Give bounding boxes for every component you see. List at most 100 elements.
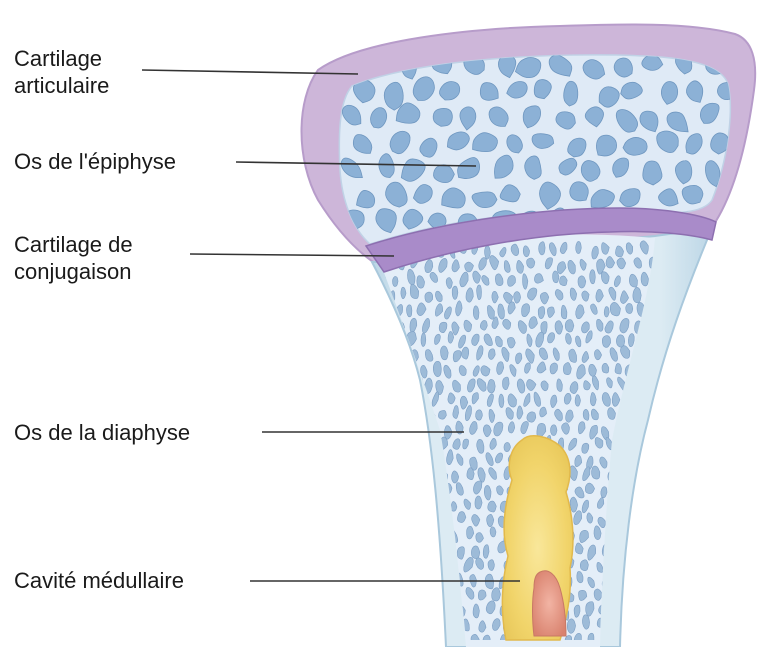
- spongy-bone-cell: [380, 335, 387, 349]
- spongy-bone-cell: [406, 604, 411, 619]
- spongy-bone-cell: [647, 621, 656, 631]
- spongy-bone-cell: [408, 510, 414, 523]
- spongy-bone-cell: [393, 573, 400, 586]
- spongy-bone-cell: [473, 306, 479, 320]
- label-os-diaphyse: Os de la diaphyse: [14, 419, 190, 446]
- spongy-bone-cell: [384, 438, 392, 449]
- trabecula-cell: [564, 81, 578, 106]
- spongy-bone-cell: [400, 467, 407, 481]
- spongy-bone-cell: [378, 457, 384, 468]
- spongy-bone-cell: [647, 532, 656, 543]
- spongy-bone-cell: [640, 602, 648, 617]
- spongy-bone-cell: [473, 604, 479, 618]
- spongy-bone-cell: [576, 241, 582, 253]
- spongy-bone-cell: [550, 425, 557, 436]
- spongy-bone-cell: [629, 543, 635, 558]
- spongy-bone-cell: [421, 511, 430, 524]
- spongy-bone-cell: [504, 442, 511, 451]
- spongy-bone-cell: [415, 619, 423, 632]
- spongy-bone-cell: [380, 545, 389, 558]
- spongy-bone-cell: [658, 408, 664, 420]
- spongy-bone-cell: [397, 350, 404, 363]
- spongy-bone-cell: [413, 465, 420, 479]
- spongy-bone-cell: [393, 510, 398, 526]
- spongy-bone-cell: [653, 424, 661, 434]
- spongy-bone-cell: [657, 542, 663, 555]
- spongy-bone-cell: [527, 412, 536, 422]
- spongy-bone-cell: [388, 497, 398, 513]
- spongy-bone-cell: [622, 618, 630, 630]
- spongy-bone-cell: [421, 486, 427, 499]
- spongy-bone-cell: [427, 621, 433, 634]
- spongy-bone-cell: [419, 603, 426, 616]
- spongy-bone-cell: [654, 396, 662, 409]
- spongy-bone-cell: [646, 441, 655, 452]
- spongy-bone-cell: [413, 559, 422, 572]
- spongy-bone-cell: [642, 545, 649, 556]
- spongy-bone-cell: [404, 364, 412, 375]
- spongy-bone-cell: [634, 560, 642, 572]
- spongy-bone-cell: [485, 246, 491, 259]
- spongy-bone-cell: [635, 498, 641, 508]
- spongy-bone-cell: [425, 499, 431, 512]
- spongy-bone-cell: [660, 470, 668, 483]
- label-line-1: Cartilage de: [14, 231, 194, 258]
- spongy-bone-cell: [378, 299, 384, 314]
- spongy-bone-cell: [410, 501, 417, 512]
- spongy-bone-cell: [421, 333, 426, 346]
- spongy-bone-cell: [655, 482, 662, 494]
- spongy-bone-cell: [379, 364, 387, 379]
- label-cartilage-conjugaison: Cartilage de conjugaison: [14, 231, 194, 285]
- spongy-bone-cell: [580, 560, 588, 571]
- spongy-bone-cell: [394, 333, 401, 346]
- spongy-bone-cell: [477, 285, 482, 300]
- spongy-bone-cell: [392, 635, 400, 646]
- trabecula-cell: [433, 108, 452, 126]
- spongy-bone-cell: [408, 483, 414, 494]
- spongy-bone-cell: [457, 547, 464, 559]
- trabecula-cell: [532, 134, 554, 149]
- spongy-bone-cell: [406, 305, 411, 317]
- spongy-bone-cell: [377, 605, 385, 619]
- spongy-bone-cell: [653, 511, 661, 524]
- spongy-bone-cell: [616, 335, 624, 347]
- spongy-bone-cell: [563, 362, 571, 374]
- spongy-bone-cell: [652, 457, 658, 470]
- spongy-bone-cell: [408, 394, 414, 407]
- spongy-bone-cell: [400, 559, 409, 571]
- spongy-bone-cell: [652, 575, 660, 589]
- label-line-2: articulaire: [14, 72, 154, 99]
- spongy-bone-cell: [661, 561, 670, 573]
- spongy-bone-cell: [382, 515, 390, 528]
- spongy-bone-cell: [637, 514, 645, 527]
- spongy-bone-cell: [650, 603, 658, 615]
- spongy-bone-cell: [408, 544, 415, 555]
- label-os-epiphyse: Os de l'épiphyse: [14, 148, 176, 175]
- spongy-bone-cell: [615, 363, 621, 374]
- label-line-1: Cartilage: [14, 45, 154, 72]
- spongy-bone-cell: [648, 469, 657, 484]
- spongy-bone-cell: [426, 587, 433, 600]
- spongy-bone-cell: [565, 320, 574, 333]
- spongy-bone-cell: [433, 361, 441, 377]
- spongy-bone-cell: [399, 438, 408, 453]
- spongy-bone-cell: [488, 379, 496, 393]
- spongy-bone-cell: [388, 468, 395, 480]
- spongy-bone-cell: [395, 606, 401, 616]
- spongy-bone-cell: [626, 303, 633, 313]
- spongy-bone-cell: [631, 529, 640, 544]
- spongy-bone-cell: [627, 605, 636, 619]
- spongy-bone-cell: [658, 439, 666, 452]
- trabecula-cell: [596, 135, 616, 156]
- spongy-bone-cell: [660, 526, 668, 541]
- spongy-bone-cell: [661, 496, 667, 510]
- spongy-bone-cell: [661, 616, 668, 629]
- spongy-bone-cell: [400, 407, 407, 419]
- spongy-bone-cell: [590, 270, 596, 284]
- spongy-bone-cell: [417, 633, 425, 646]
- spongy-bone-cell: [430, 517, 438, 528]
- spongy-bone-cell: [388, 410, 395, 425]
- spongy-bone-cell: [426, 529, 433, 545]
- spongy-bone-cell: [414, 408, 421, 419]
- spongy-bone-cell: [381, 487, 391, 498]
